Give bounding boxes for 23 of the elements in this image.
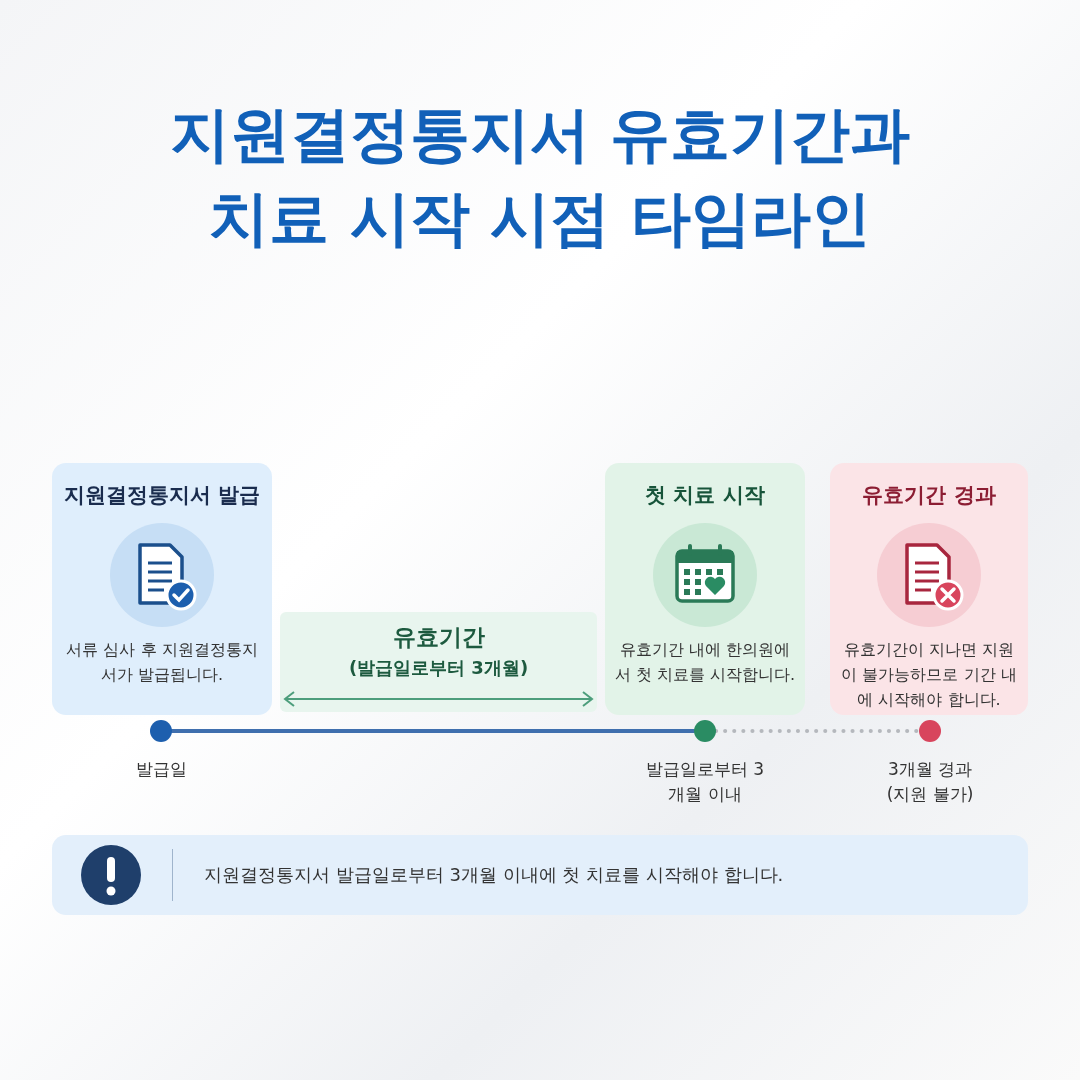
- step-card: [52, 463, 272, 715]
- date-label: 발급일로부터 3개월 이내: [644, 758, 766, 806]
- title: 지원결정통지서 유효기간과 치료 시작 시점 타임라인: [168, 98, 912, 255]
- period-band: [280, 612, 597, 712]
- timeline-line: [170, 729, 696, 733]
- card-text: 유효기간 내에 한의원에서 첫 치료를 시작합니다.: [613, 639, 797, 686]
- timeline-dot: [919, 720, 941, 742]
- notice-banner: [52, 835, 1028, 915]
- step-card: [830, 463, 1028, 715]
- timeline-dot: [150, 720, 172, 742]
- dotted-timeline-line: [714, 729, 921, 733]
- card-title: 첫 치료 시작: [645, 482, 765, 509]
- date-label: 3개월 경과 (지원 불가): [885, 758, 975, 806]
- notice-text: 지원결정통지서 발급일로부터 3개월 이내에 첫 치료를 시작해야 합니다.: [204, 863, 784, 887]
- timeline-dot: [694, 720, 716, 742]
- date-label: 발급일: [134, 758, 188, 781]
- card-text: 유효기간이 지나면 지원이 불가능하므로 기간 내에 시작해야 합니다.: [840, 639, 1018, 711]
- period-subtitle: (발급일로부터 3개월): [347, 656, 530, 680]
- period-title: 유효기간: [391, 623, 486, 652]
- step-card: [605, 463, 805, 715]
- card-text: 서류 심사 후 지원결정통지서가 발급됩니다.: [65, 639, 259, 686]
- card-title: 유효기간 경과: [862, 482, 996, 509]
- card-title: 지원결정통지서 발급: [63, 482, 261, 509]
